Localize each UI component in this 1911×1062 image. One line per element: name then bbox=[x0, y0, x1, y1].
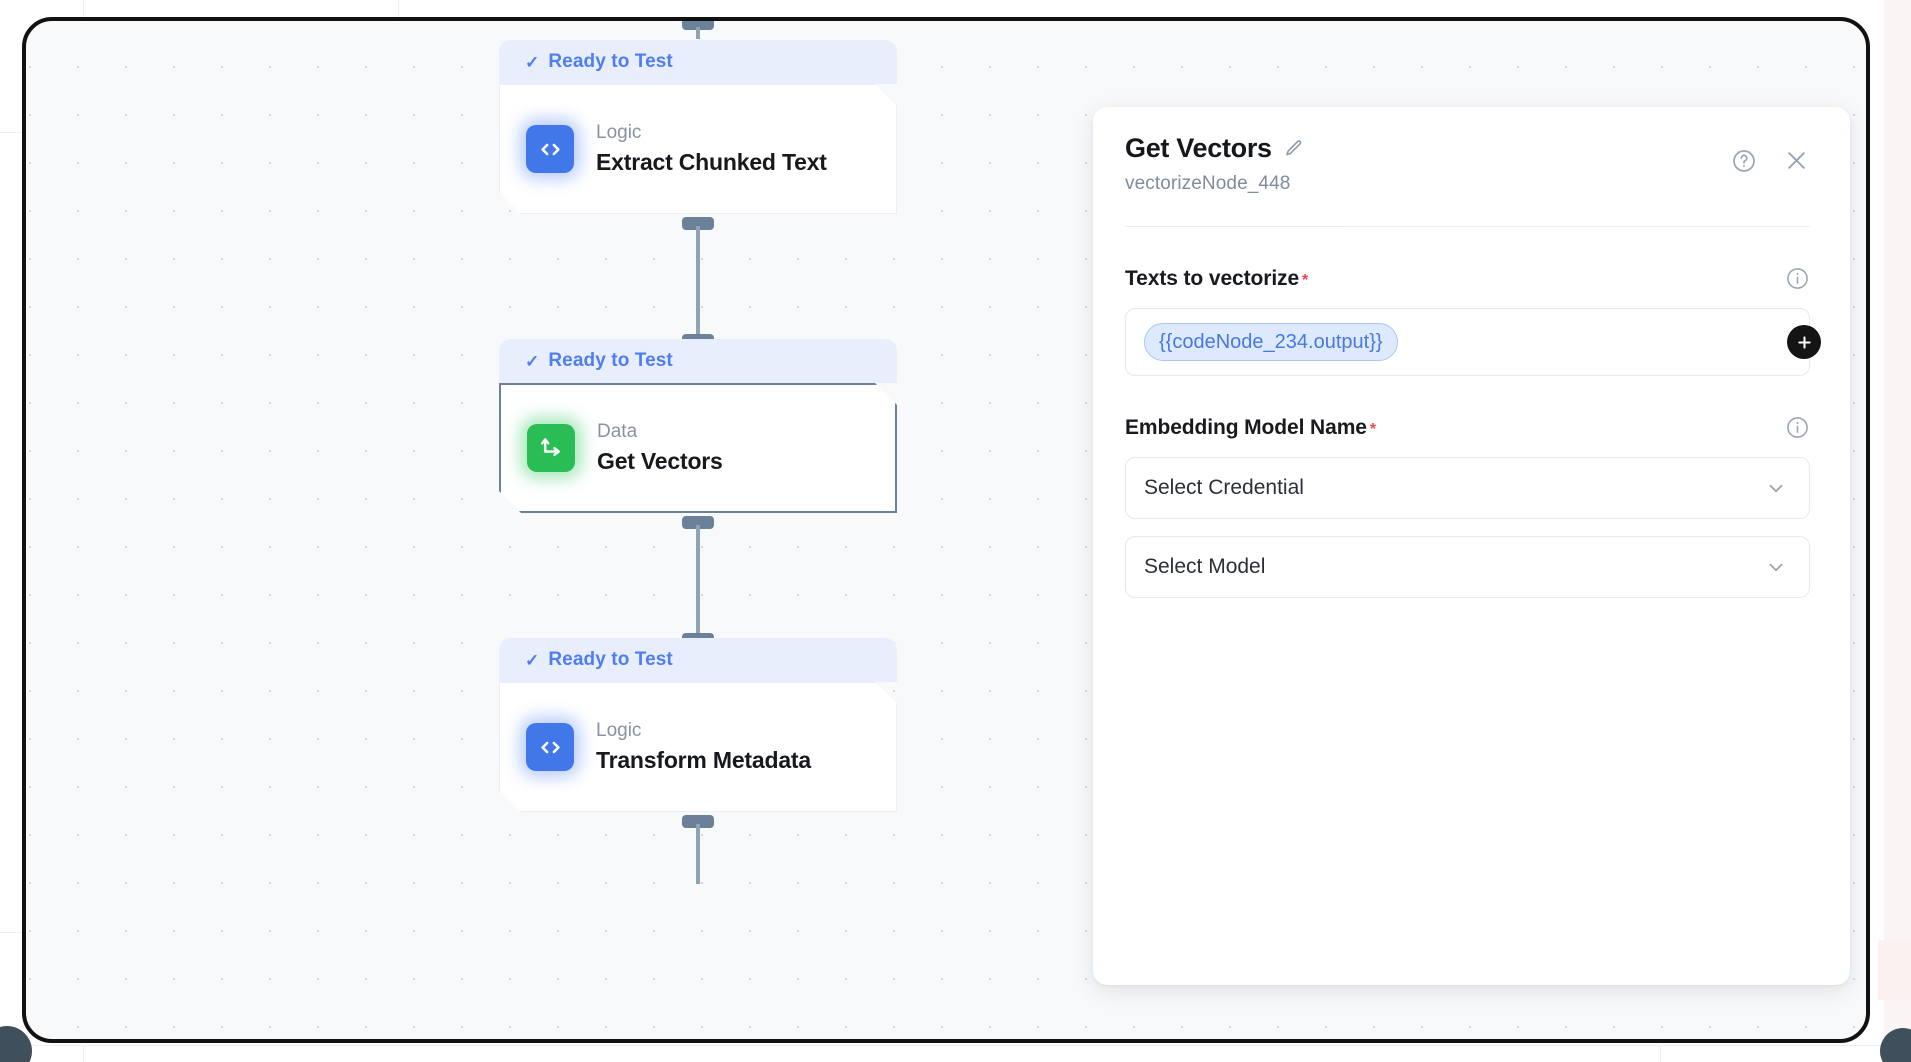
node-status-label: Ready to Test bbox=[548, 51, 673, 72]
flow-node-transform-metadata[interactable]: ✓ Ready to Test Logic Transform Metadata bbox=[499, 638, 897, 812]
node-title-label: Extract Chunked Text bbox=[596, 148, 827, 175]
variable-chip[interactable]: {{codeNode_234.output}} bbox=[1144, 323, 1398, 361]
chevron-down-icon bbox=[1765, 477, 1787, 499]
edge-segment bbox=[696, 525, 700, 635]
vector-axes-icon bbox=[527, 424, 575, 472]
edge-segment bbox=[696, 824, 700, 884]
bg-grid-line bbox=[83, 0, 84, 18]
required-marker: * bbox=[1369, 420, 1377, 438]
node-kind-label: Data bbox=[597, 420, 638, 442]
select-credential-value: Select Credential bbox=[1144, 476, 1304, 499]
edge-segment bbox=[696, 27, 700, 39]
panel-title-row: Get Vectors bbox=[1125, 133, 1810, 164]
node-kind-label: Logic bbox=[596, 719, 642, 741]
check-icon: ✓ bbox=[525, 351, 540, 371]
node-properties-panel: Get Vectors vectorizeNode_448 bbox=[1093, 107, 1850, 985]
question-circle-icon[interactable] bbox=[1731, 148, 1757, 174]
flow-node-extract-chunked-text[interactable]: ✓ Ready to Test Logic Extract Chunked Te… bbox=[499, 40, 897, 214]
required-marker: * bbox=[1302, 271, 1309, 289]
field-label-row: Embedding Model Name* bbox=[1125, 415, 1810, 440]
texts-to-vectorize-input[interactable]: {{codeNode_234.output}} bbox=[1125, 308, 1821, 376]
node-kind-label: Logic bbox=[596, 121, 642, 143]
node-handle-bottom[interactable] bbox=[682, 516, 714, 529]
select-model-value: Select Model bbox=[1144, 555, 1266, 578]
node-title-label: Transform Metadata bbox=[596, 746, 811, 773]
panel-divider bbox=[1125, 226, 1810, 227]
node-title-label: Get Vectors bbox=[597, 447, 723, 474]
code-icon bbox=[526, 125, 574, 173]
edge-segment bbox=[696, 226, 700, 336]
node-status-label: Ready to Test bbox=[548, 350, 673, 371]
field-label: Embedding Model Name bbox=[1125, 415, 1367, 439]
plus-icon[interactable] bbox=[1787, 325, 1821, 359]
node-card[interactable]: Logic Extract Chunked Text bbox=[499, 84, 897, 214]
field-texts-to-vectorize: Texts to vectorize* {{codeNode_234.outpu… bbox=[1125, 266, 1821, 376]
close-icon[interactable] bbox=[1783, 147, 1810, 174]
chevron-down-icon bbox=[1765, 556, 1787, 578]
node-handle-top[interactable] bbox=[682, 21, 714, 30]
select-credential-dropdown[interactable]: Select Credential bbox=[1125, 457, 1810, 519]
field-label-row: Texts to vectorize* bbox=[1125, 266, 1810, 291]
field-label-wrap: Texts to vectorize* bbox=[1125, 267, 1308, 291]
node-status-badge: ✓ Ready to Test bbox=[499, 339, 897, 383]
bg-grid-line bbox=[398, 0, 399, 18]
bg-grid-line bbox=[0, 932, 22, 933]
field-embedding-model-name: Embedding Model Name* Select Credential bbox=[1125, 415, 1810, 598]
node-handle-bottom[interactable] bbox=[682, 815, 714, 828]
bg-grid-line bbox=[0, 1045, 1911, 1046]
info-circle-icon[interactable] bbox=[1785, 266, 1810, 291]
node-card[interactable]: Logic Transform Metadata bbox=[499, 682, 897, 812]
field-label: Texts to vectorize bbox=[1125, 266, 1300, 290]
check-icon: ✓ bbox=[525, 52, 540, 72]
panel-subtitle: vectorizeNode_448 bbox=[1125, 173, 1291, 194]
node-status-badge: ✓ Ready to Test bbox=[499, 40, 897, 84]
panel-title: Get Vectors bbox=[1125, 133, 1272, 163]
select-model-dropdown[interactable]: Select Model bbox=[1125, 536, 1810, 598]
check-icon: ✓ bbox=[525, 650, 540, 670]
bg-grid-line bbox=[1660, 1045, 1661, 1062]
node-status-label: Ready to Test bbox=[548, 649, 673, 670]
pencil-icon[interactable] bbox=[1283, 138, 1304, 159]
bg-grid-line bbox=[0, 132, 22, 133]
bg-grid-line bbox=[83, 1045, 84, 1062]
panel-header: Get Vectors vectorizeNode_448 bbox=[1125, 133, 1810, 195]
bg-accent-block bbox=[1884, 0, 1911, 1062]
code-icon bbox=[526, 723, 574, 771]
bg-accent-block bbox=[1878, 940, 1911, 1000]
panel-actions bbox=[1731, 147, 1810, 174]
info-circle-icon[interactable] bbox=[1785, 415, 1810, 440]
flow-node-get-vectors[interactable]: ✓ Ready to Test Data Get Vectors bbox=[499, 339, 897, 513]
node-status-badge: ✓ Ready to Test bbox=[499, 638, 897, 682]
node-handle-bottom[interactable] bbox=[682, 217, 714, 230]
field-label-wrap: Embedding Model Name* bbox=[1125, 416, 1376, 440]
node-card[interactable]: Data Get Vectors bbox=[499, 383, 897, 513]
